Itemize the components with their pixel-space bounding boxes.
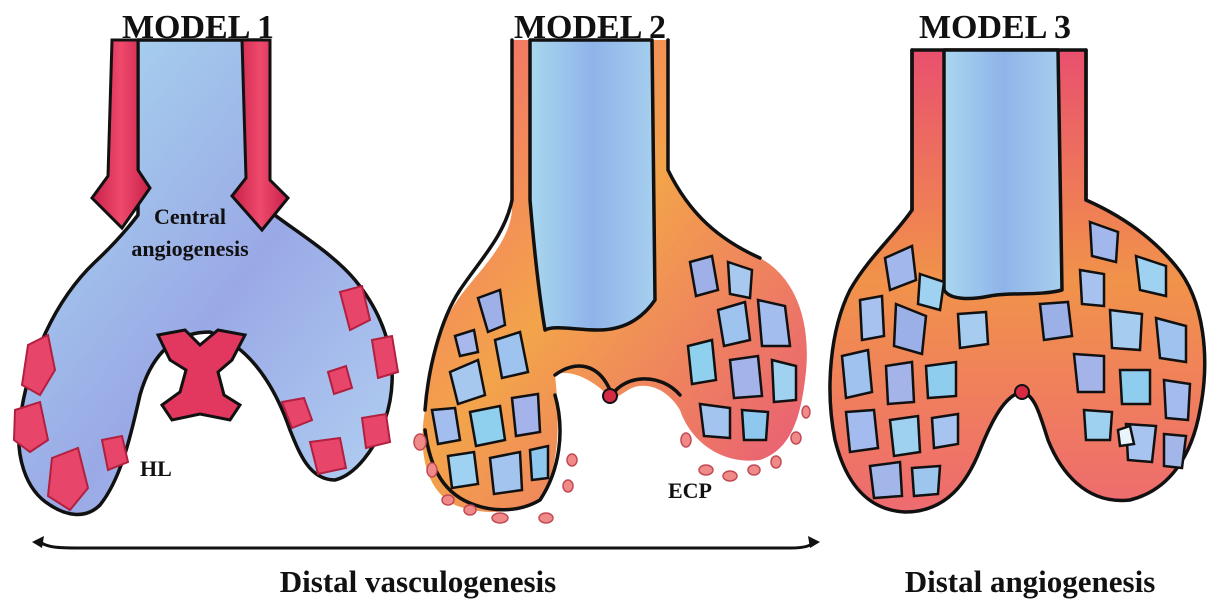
ecp-label: ECP — [668, 478, 712, 503]
model-3-cartilage — [944, 50, 1062, 298]
model-1-diagram — [14, 40, 398, 514]
distal-vasculogenesis-bracket — [38, 540, 815, 548]
model-1-central-vessel — [158, 330, 245, 420]
model-3-diagram — [830, 50, 1205, 512]
hl-label: HL — [140, 456, 172, 481]
caption-distal-vasculogenesis: Distal vasculogenesis — [280, 564, 556, 599]
central-angiogenesis-label-line-2: angiogenesis — [131, 236, 249, 261]
model-2-diagram — [414, 40, 810, 523]
central-angiogenesis-label-line-1: Central — [154, 204, 226, 229]
caption-distal-angiogenesis: Distal angiogenesis — [905, 564, 1156, 599]
model-2-title: MODEL 2 — [514, 9, 666, 46]
model-3-title: MODEL 3 — [919, 9, 1071, 46]
model-2-cartilage — [530, 40, 655, 330]
model-1-title: MODEL 1 — [122, 9, 274, 46]
